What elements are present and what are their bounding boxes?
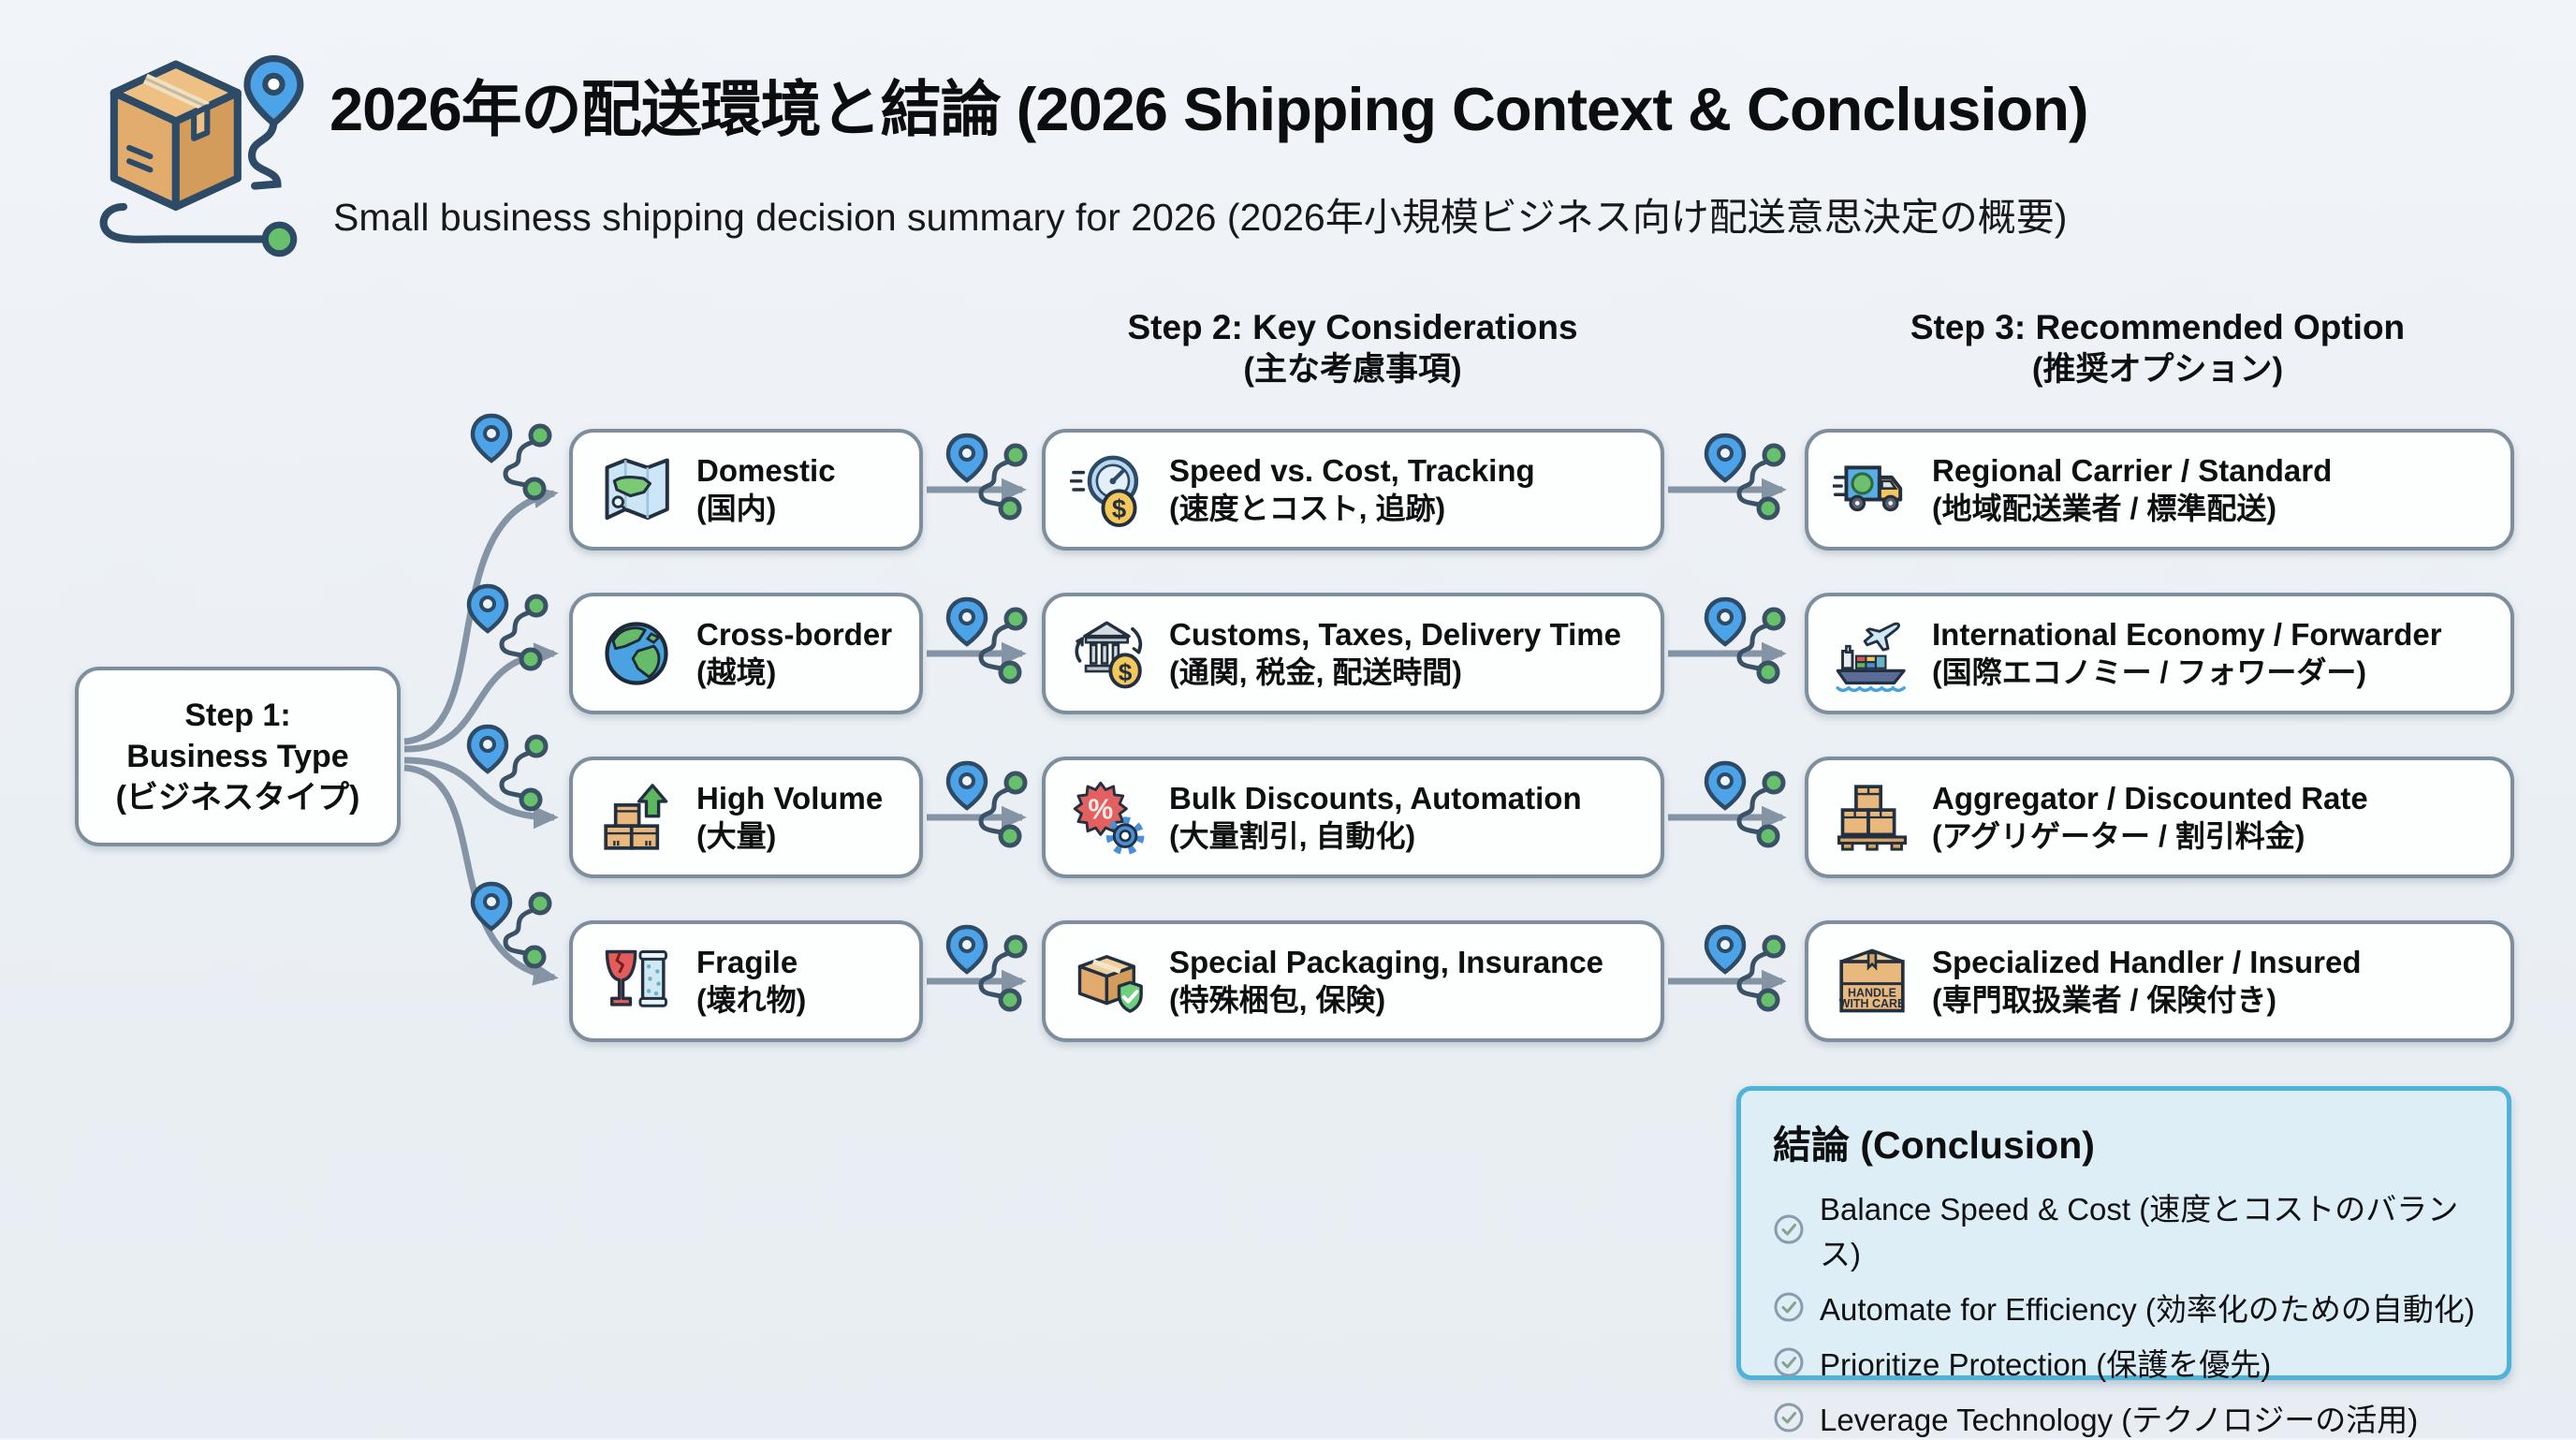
recommendation-node-specialized-handler: HANDLE WITH CARE Specialized Handler / I… (1805, 920, 2514, 1042)
route-icon (944, 432, 1033, 529)
route-icon (468, 880, 558, 977)
plane-ship-icon (1831, 610, 1913, 697)
consideration-node-speed-cost: $ Speed vs. Cost, Tracking (速度とコスト, 追跡) (1042, 429, 1664, 551)
step3-column-header: Step 3: Recommended Option (推奨オプション) (1910, 308, 2406, 389)
recommendation-node-aggregator: Aggregator / Discounted Rate (アグリゲーター / … (1805, 757, 2514, 878)
recommendation-node-international-economy: International Economy / Forwarder (国際エコノ… (1805, 593, 2514, 714)
globe-icon (595, 610, 678, 697)
check-circle-icon (1773, 1346, 1805, 1378)
node-label-en: Bulk Discounts, Automation (1169, 780, 1582, 816)
map-icon (595, 447, 678, 533)
conclusion-item: Prioritize Protection (保護を優先) (1773, 1340, 2475, 1385)
discount-gear-icon: % (1068, 774, 1150, 860)
route-icon (1702, 923, 1792, 1021)
node-label-en: Specialized Handler / Insured (1932, 944, 2362, 979)
shipping-route-logo-icon (54, 26, 316, 273)
speedometer-dollar-icon: $ (1068, 447, 1150, 533)
node-label-jp: (国内) (696, 492, 777, 526)
route-icon (1702, 595, 1792, 693)
svg-text:$: $ (1119, 658, 1133, 686)
check-circle-icon (1773, 1402, 1805, 1433)
business-node-fragile: Fragile (壊れ物) (569, 920, 923, 1042)
recommendation-node-regional-carrier: Regional Carrier / Standard (地域配送業者 / 標準… (1805, 429, 2514, 551)
node-label-en: Cross-border (696, 616, 893, 652)
step1-business-type-node: Step 1: Business Type (ビジネスタイプ) (75, 667, 401, 846)
route-icon (464, 582, 554, 680)
delivery-truck-icon (1831, 447, 1913, 533)
route-icon (944, 595, 1033, 693)
consideration-node-special-packaging: Special Packaging, Insurance (特殊梱包, 保険) (1042, 920, 1664, 1042)
node-label-jp: (大量) (696, 819, 777, 854)
node-label-jp: (速度とコスト, 追跡) (1169, 492, 1446, 526)
consideration-node-customs-taxes: $ Customs, Taxes, Delivery Time (通関, 税金,… (1042, 593, 1664, 714)
svg-text:HANDLE: HANDLE (1848, 986, 1896, 999)
node-label-en: Domestic (696, 452, 836, 488)
route-icon (944, 759, 1033, 857)
node-label-jp: (国際エコノミー / フォワーダー) (1932, 655, 2366, 690)
pallet-boxes-icon (1831, 774, 1913, 860)
node-label-jp: (大量割引, 自動化) (1169, 819, 1416, 854)
conclusion-panel: 結論 (Conclusion) Balance Speed & Cost (速度… (1736, 1086, 2511, 1437)
svg-text:%: % (1088, 794, 1113, 825)
node-label-en: Special Packaging, Insurance (1169, 944, 1604, 979)
route-icon (944, 923, 1033, 1021)
check-circle-icon (1773, 1291, 1805, 1323)
page-subtitle: Small business shipping decision summary… (333, 196, 2068, 239)
step2-column-header: Step 2: Key Considerations (主な考慮事項) (1127, 308, 1578, 389)
node-label-jp: (地域配送業者 / 標準配送) (1932, 492, 2276, 526)
node-label-en: International Economy / Forwarder (1932, 616, 2442, 652)
business-node-high-volume: High Volume (大量) (569, 757, 923, 878)
node-label-en: Aggregator / Discounted Rate (1932, 780, 2368, 816)
consideration-node-bulk-discounts: % Bulk Discounts, Automation (大量割引, 自動化) (1042, 757, 1664, 878)
boxes-up-icon (595, 774, 678, 860)
node-label-jp: (専門取扱業者 / 保険付き) (1932, 983, 2276, 1018)
node-label-en: Customs, Taxes, Delivery Time (1169, 616, 1621, 652)
node-label-jp: (特殊梱包, 保険) (1169, 983, 1386, 1018)
node-label-en: High Volume (696, 780, 884, 816)
route-icon (1702, 759, 1792, 857)
route-icon (1702, 432, 1792, 529)
business-node-domestic: Domestic (国内) (569, 429, 923, 551)
node-label-jp: (アグリゲーター / 割引料金) (1932, 819, 2305, 854)
node-label-en: Speed vs. Cost, Tracking (1169, 452, 1535, 488)
conclusion-title: 結論 (Conclusion) (1773, 1124, 2095, 1167)
route-icon (468, 412, 558, 509)
svg-text:$: $ (1112, 494, 1126, 523)
node-label-jp: (壊れ物) (696, 983, 807, 1018)
conclusion-item: Balance Speed & Cost (速度とコストのバランス) (1773, 1184, 2475, 1274)
handle-care-box-icon: HANDLE WITH CARE (1831, 938, 1913, 1024)
conclusion-item: Leverage Technology (テクノロジーの活用) (1773, 1395, 2475, 1440)
conclusion-item: Automate for Efficiency (効率化のための自動化) (1773, 1285, 2475, 1330)
svg-text:WITH CARE: WITH CARE (1839, 997, 1906, 1010)
node-label-jp: (通関, 税金, 配送時間) (1169, 655, 1462, 690)
package-shield-icon (1068, 938, 1150, 1024)
node-label-jp: (越境) (696, 655, 777, 690)
business-node-cross-border: Cross-border (越境) (569, 593, 923, 714)
check-circle-icon (1773, 1213, 1805, 1245)
customs-bank-icon: $ (1068, 610, 1150, 697)
node-label-en: Fragile (696, 944, 798, 979)
node-label-en: Regional Carrier / Standard (1932, 452, 2333, 488)
route-icon (464, 723, 554, 820)
page-title: 2026年の配送環境と結論 (2026 Shipping Context & C… (329, 75, 2089, 143)
fragile-glass-icon (595, 938, 678, 1024)
